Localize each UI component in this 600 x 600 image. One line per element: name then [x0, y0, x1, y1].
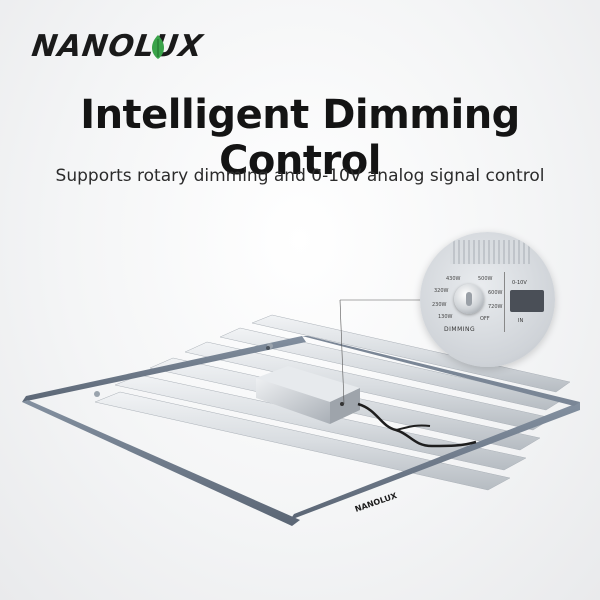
frame-rail-right	[302, 336, 580, 406]
knob-label: 430W	[446, 276, 461, 282]
brand-logo-text: NANOLUX	[29, 29, 206, 64]
frame-rail-front	[290, 402, 580, 520]
knob-label: 230W	[432, 302, 447, 308]
dimmer-zoom-inset: 430W 320W 230W 130W OFF 500W 600W 720W D…	[420, 232, 555, 367]
driver-box	[256, 366, 360, 424]
port-in-label: IN	[518, 318, 524, 324]
knob-label: OFF	[480, 316, 490, 322]
power-cable-branch	[395, 424, 431, 431]
headline: Intelligent Dimming Control	[80, 92, 520, 184]
frame	[22, 336, 580, 526]
knob-label: 600W	[488, 290, 503, 296]
dimming-label: DIMMING	[444, 326, 476, 333]
leaf-icon	[152, 35, 164, 59]
port-label: 0-10V	[512, 280, 527, 286]
power-cable	[357, 402, 477, 448]
knob-label: 500W	[478, 276, 493, 282]
brand-logo: NANOLUX	[29, 29, 206, 64]
frame-rail-back	[22, 336, 306, 402]
callout-line	[339, 299, 345, 405]
knob-label: 320W	[434, 288, 449, 294]
signal-port	[510, 290, 544, 312]
light-bar	[251, 314, 571, 393]
knob-label: 720W	[488, 304, 503, 310]
subheadline: Supports rotary dimming and 0-10V analog…	[55, 166, 545, 186]
heatsink-fins	[450, 240, 530, 264]
frame-logo: NANOLUX	[354, 491, 399, 514]
knob-label: 130W	[438, 314, 453, 320]
dimmer-knob	[454, 284, 484, 314]
frame-rail-left	[22, 400, 300, 526]
light-bar	[94, 391, 511, 491]
